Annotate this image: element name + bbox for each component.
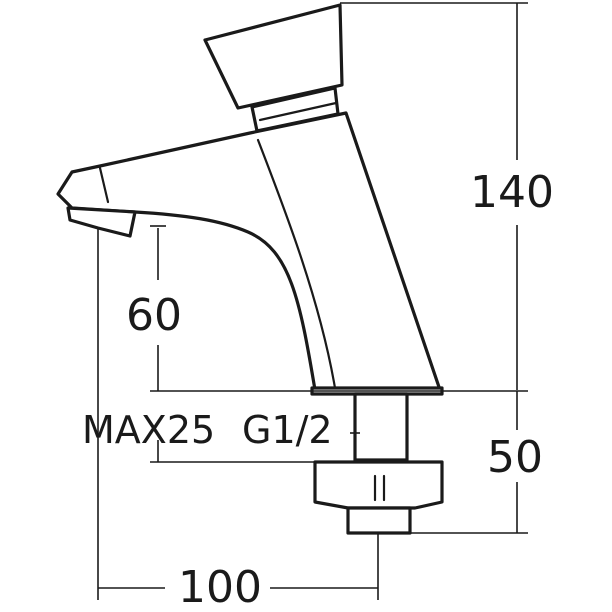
push-button <box>203 3 344 110</box>
back-nut <box>313 460 444 510</box>
spout-aerator <box>66 206 137 238</box>
tap-body <box>56 111 442 392</box>
dim-label-spout-height: 60 <box>126 290 182 341</box>
dim-label-overall-height: 140 <box>470 167 554 218</box>
dim-label-shank-length: 50 <box>487 432 543 483</box>
shank <box>353 392 409 462</box>
dim-label-max-deck: MAX25 <box>82 408 215 452</box>
dimension-lines <box>97 2 528 600</box>
dim-label-thread: G1/2 <box>242 408 333 452</box>
tap-illustration <box>56 3 444 535</box>
dim-label-projection: 100 <box>178 562 262 612</box>
connector <box>346 506 412 535</box>
